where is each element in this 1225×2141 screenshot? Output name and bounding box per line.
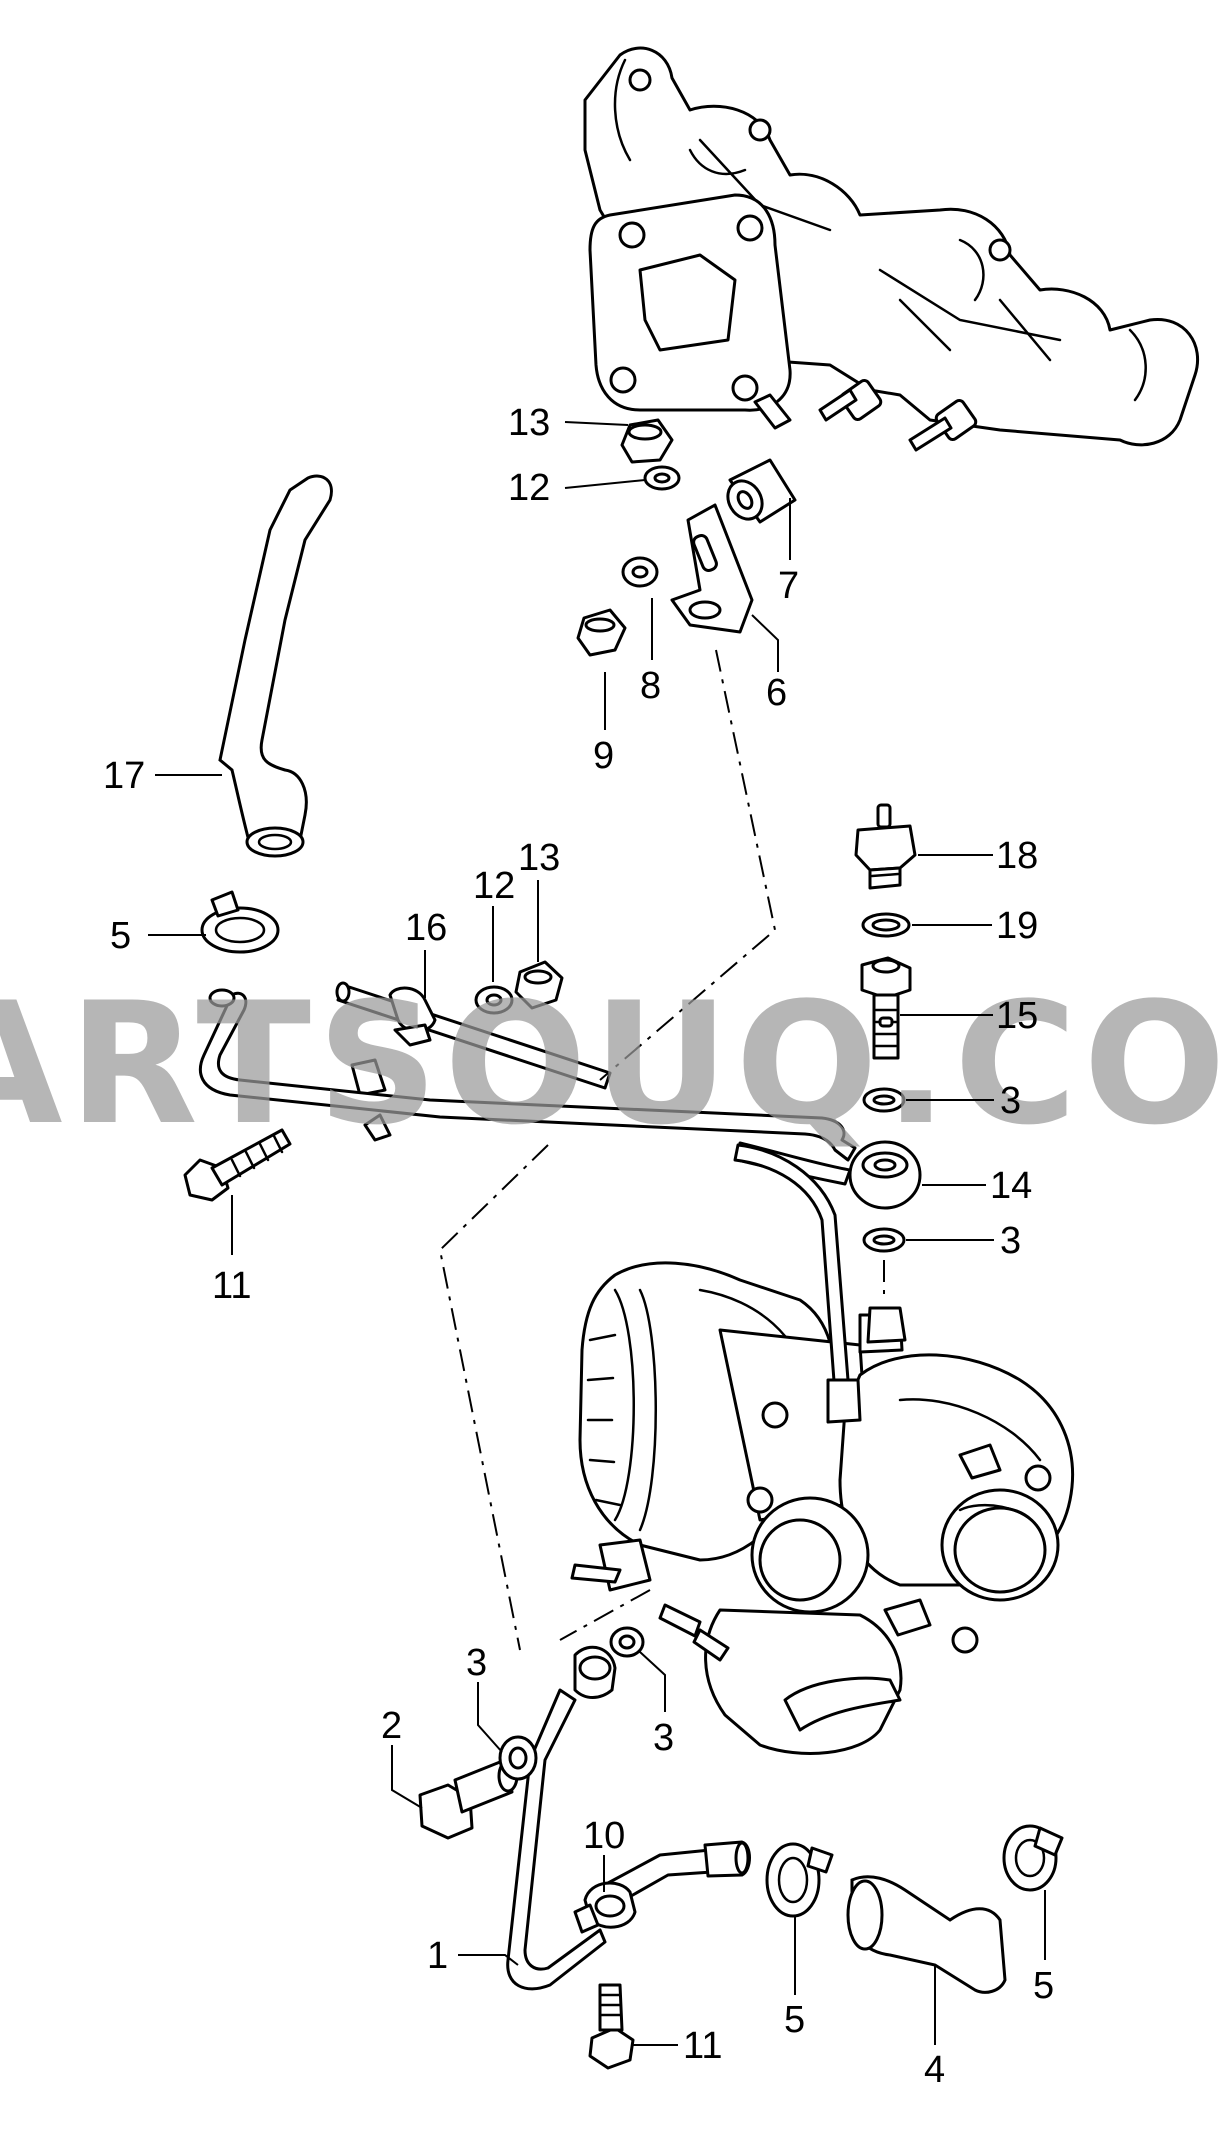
leader-lines [148, 421, 1046, 2046]
banjo-bolt-2 [418, 1758, 519, 1840]
callout-15: 15 [996, 995, 1038, 1037]
callout-12-middle: 12 [473, 865, 515, 907]
callout-11-upper: 11 [212, 1265, 251, 1307]
hose-clamp-5-upper [200, 890, 280, 954]
callout-labels: 13 12 7 6 8 9 17 5 16 12 13 18 19 15 3 1… [103, 402, 1054, 2091]
callout-3-middle: 3 [1000, 1220, 1021, 1262]
callout-3-lower-left: 3 [466, 1642, 487, 1684]
callout-1: 1 [427, 1935, 448, 1977]
centerline-turbo-to-pipe [559, 1589, 651, 1641]
spacer-7 [726, 458, 797, 524]
nut-13-middle [514, 960, 564, 1010]
callout-3-lower-right: 3 [653, 1717, 674, 1759]
callout-13-middle: 13 [518, 837, 560, 879]
centerline-bracket-to-pipe [599, 649, 777, 1081]
callout-17: 17 [103, 755, 145, 797]
callout-10: 10 [583, 1815, 625, 1857]
callout-13-upper: 13 [508, 402, 550, 444]
bolt-11-lower [588, 1983, 635, 2070]
callout-11-lower: 11 [683, 2025, 722, 2067]
nut-13-upper [620, 418, 674, 464]
oil-feed-pipe [199, 988, 857, 1162]
hose-clamp-5-lower-right [1002, 1824, 1064, 1892]
pipe-16 [335, 981, 612, 1097]
callout-19: 19 [996, 905, 1038, 947]
callout-14: 14 [990, 1165, 1032, 1207]
seal-3-middle [862, 1227, 906, 1253]
hose-4 [846, 1875, 1007, 1994]
hose-17 [218, 474, 333, 858]
oil-feed-pipe-turbo-section [733, 1143, 907, 1424]
banjo-bolt-15 [860, 956, 912, 1060]
oil-pressure-sender-18 [854, 803, 917, 890]
callout-5-upper: 5 [110, 915, 131, 957]
callout-7: 7 [778, 565, 799, 607]
bracket-10 [573, 1881, 637, 1934]
exhaust-manifold [583, 46, 1200, 452]
washer-8 [621, 556, 659, 588]
oil-return-pipe-1 [506, 1645, 751, 1991]
seal-3-upper [862, 1087, 906, 1113]
bolt-11-upper [183, 1128, 292, 1202]
callout-8: 8 [640, 665, 661, 707]
nut-9 [576, 608, 627, 657]
seal-3-lower-left [498, 1735, 538, 1781]
seal-19 [861, 912, 911, 938]
callout-4: 4 [924, 2049, 945, 2091]
washer-12-upper [643, 465, 681, 491]
washer-12-middle [474, 985, 514, 1015]
callout-12-upper: 12 [508, 467, 550, 509]
callout-5-lower-left: 5 [784, 1999, 805, 2041]
callout-18: 18 [996, 835, 1038, 877]
centerline-pipe-to-turbo [438, 1144, 549, 1651]
callout-9: 9 [593, 735, 614, 777]
turbocharger [570, 1261, 1075, 1755]
hose-clamp-5-lower-left [765, 1842, 834, 1918]
bracket-6 [670, 503, 754, 634]
callout-5-lower-right: 5 [1033, 1965, 1054, 2007]
callout-2: 2 [381, 1705, 402, 1747]
callout-3-upper: 3 [1000, 1080, 1021, 1122]
callout-6: 6 [766, 672, 787, 714]
seal-3-lower-right [609, 1626, 645, 1658]
callout-16: 16 [405, 907, 447, 949]
watermark: PARTSOUQ.COM [0, 966, 1225, 1162]
